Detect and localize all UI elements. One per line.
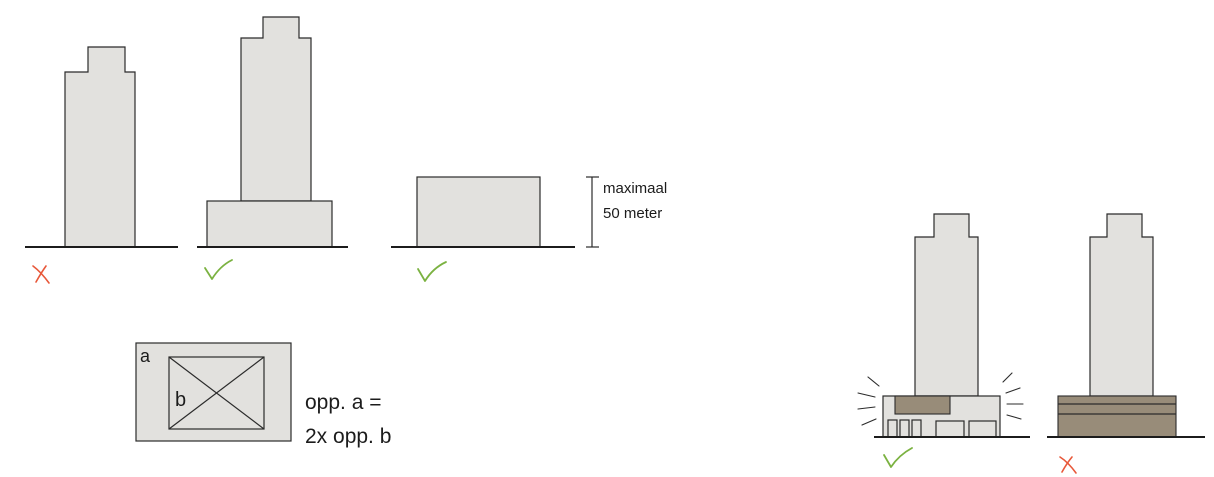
active-plinth-tower — [857, 213, 1030, 468]
tower-with-base — [197, 16, 348, 280]
check-mark-icon — [883, 447, 913, 468]
check-mark-icon — [417, 261, 447, 282]
tower-shaft — [914, 213, 979, 397]
area-formula-line2: 2x opp. b — [305, 425, 391, 448]
tower-without-base — [25, 46, 178, 284]
area-formula-line1: opp. a = — [305, 391, 381, 414]
height-label-line1: maximaal — [603, 180, 667, 197]
cross-mark-icon — [32, 265, 50, 284]
height-dimension — [586, 176, 599, 248]
slim-tower — [64, 46, 136, 248]
area-ratio-diagram: a b opp. a = 2x opp. b — [135, 342, 391, 448]
cross-mark-icon — [1059, 456, 1077, 474]
plot-area-a — [135, 342, 292, 442]
low-building — [416, 176, 541, 248]
closed-plinth — [1057, 395, 1177, 438]
activity-rays — [857, 372, 1024, 426]
low-block: maximaal 50 meter — [391, 176, 667, 282]
tower-shaft — [1089, 213, 1154, 397]
tower-base — [206, 200, 333, 248]
label-a: a — [140, 346, 151, 366]
height-label-line2: 50 meter — [603, 205, 662, 222]
footprint-diagonal — [168, 356, 265, 430]
closed-plinth-tower — [1047, 213, 1205, 474]
label-b: b — [175, 389, 186, 411]
check-mark-icon — [204, 259, 233, 280]
plinth-canopy — [894, 395, 951, 415]
footprint-area-b — [168, 356, 265, 430]
tower-shaft — [240, 16, 312, 202]
